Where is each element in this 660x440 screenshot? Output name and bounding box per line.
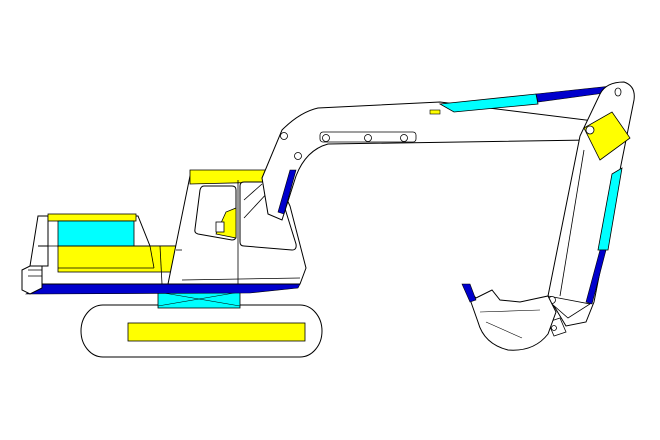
upper-frame-blue: [24, 283, 301, 295]
engine-hood: [41, 213, 183, 285]
track-frame: [127, 322, 306, 342]
bucket-cylinder: [585, 167, 623, 305]
bucket: [461, 283, 557, 351]
boom-cylinder: [277, 169, 297, 215]
boom: [261, 101, 603, 221]
undercarriage-track: [80, 304, 323, 358]
arm: [547, 81, 635, 327]
arm-cylinder: [438, 85, 613, 113]
